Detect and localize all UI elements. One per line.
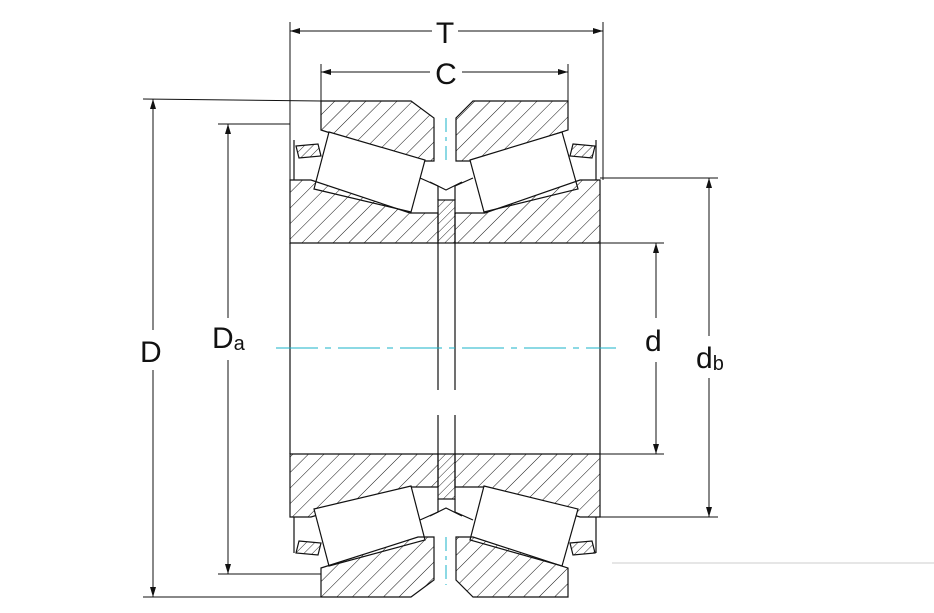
upper-cage — [295, 143, 596, 159]
label-C: C — [435, 58, 457, 91]
dimension-C: C — [320, 58, 569, 101]
dimension-db: db — [600, 177, 724, 518]
lower-cage — [295, 540, 596, 556]
label-Da-sub: a — [234, 333, 246, 355]
label-D: D — [140, 336, 162, 369]
dimension-d: d — [600, 242, 664, 455]
label-db-main: d — [696, 342, 713, 375]
label-db-sub: b — [713, 353, 724, 375]
dimension-D: D — [140, 98, 322, 598]
lower-inner-ring — [289, 453, 601, 521]
svg-text:db: db — [696, 342, 724, 375]
dimension-Da: Da — [212, 123, 321, 575]
upper-outer-ring — [320, 100, 569, 162]
center-lines — [276, 118, 616, 585]
label-T: T — [436, 17, 454, 50]
label-Da-main: D — [212, 322, 234, 355]
svg-text:Da: Da — [212, 322, 246, 355]
label-d: d — [645, 325, 662, 358]
